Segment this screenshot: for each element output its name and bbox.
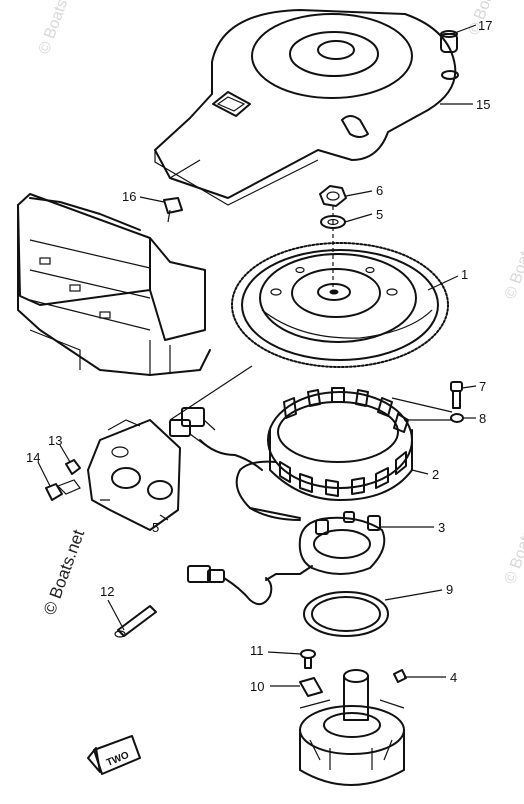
callout-3: 3 [438, 520, 445, 535]
flywheel-nut [319, 185, 347, 207]
direction-label: TWO [105, 750, 131, 769]
screw-13 [65, 459, 81, 475]
callout-10: 10 [250, 679, 264, 694]
screw-11 [300, 649, 316, 669]
callout-7: 7 [479, 379, 486, 394]
callout-1: 1 [461, 267, 468, 282]
callout-8: 8 [479, 411, 486, 426]
callout-6: 6 [376, 183, 383, 198]
key-4 [393, 669, 407, 683]
timing-bracket: 5 [87, 419, 181, 535]
watermark-top-left: © Boats.net [36, 0, 81, 56]
callout-13: 13 [48, 433, 62, 448]
pulser-coil [265, 511, 386, 581]
bolt-7 [450, 381, 463, 409]
pin-12 [114, 605, 157, 638]
engine-housing [17, 193, 211, 376]
callout-16: 16 [122, 189, 136, 204]
callout-11: 11 [250, 643, 264, 658]
direction-arrow-box: TWO [87, 735, 141, 775]
clamp-10 [299, 677, 323, 697]
callout-9: 9 [446, 582, 453, 597]
watermark-lower-right: © Boats.net [502, 501, 524, 586]
stator-harness [169, 407, 301, 521]
leader-lines [37, 24, 477, 687]
pulser-harness [187, 565, 273, 606]
callout-15: 15 [476, 97, 490, 112]
washer-8 [450, 413, 464, 423]
screw-14 [45, 479, 81, 501]
watermark-bottom-left: © Boats.net [40, 527, 88, 617]
o-ring [303, 591, 389, 637]
flywheel-cover [154, 9, 457, 206]
callout-4: 4 [450, 670, 457, 685]
callout-12: 12 [100, 584, 114, 599]
crankshaft-base [299, 669, 405, 786]
bolt-16 [163, 197, 183, 223]
callout-17: 17 [478, 18, 492, 33]
callout-14: 14 [26, 450, 40, 465]
svg-text:5: 5 [152, 520, 159, 535]
flywheel [231, 242, 449, 368]
callout-2: 2 [432, 467, 439, 482]
stator [267, 387, 453, 501]
callout-5: 5 [376, 207, 383, 222]
watermark-mid-right: © Boats.net [502, 216, 524, 301]
cover-grommet [440, 30, 459, 80]
